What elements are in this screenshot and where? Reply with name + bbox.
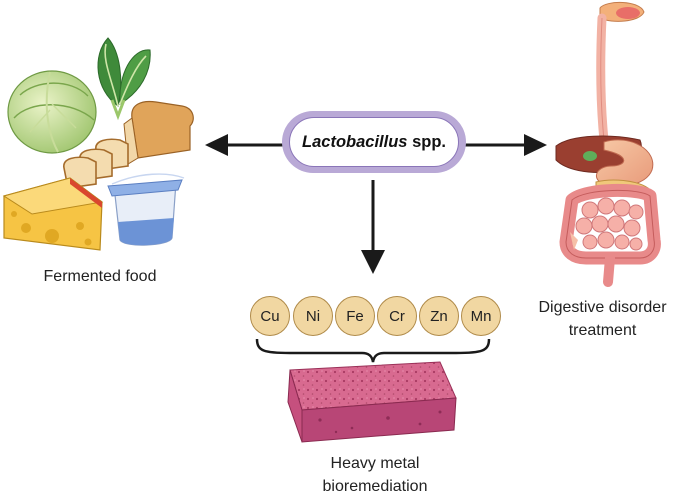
fermented-food-label: Fermented food [43, 268, 157, 285]
cheese-icon [2, 177, 104, 251]
lactobacillus-node: Lactobacillus spp. [282, 111, 466, 173]
cabbage-icon [7, 70, 97, 154]
species-suffix: spp. [412, 132, 446, 151]
arrow-to-food [205, 134, 284, 156]
digestive-system-illustration [555, 2, 661, 287]
arrow-to-bioremediation [361, 180, 385, 274]
digestive-disorder-label: Digestive disorder treatment [520, 296, 685, 342]
sponge-icon [287, 361, 457, 443]
spinach-icon [97, 37, 151, 121]
metals-brace [255, 338, 491, 363]
yogurt-icon [107, 173, 185, 246]
metal-badge-cr: Cr [377, 296, 417, 336]
genus-name: Lactobacillus [302, 132, 408, 151]
bioremediation-label-line2: bioremediation [322, 478, 428, 495]
metal-badge-ni: Ni [293, 296, 333, 336]
arrow-to-digestive [464, 134, 547, 156]
fermented-food-illustration [2, 37, 194, 251]
metal-badge-mn: Mn [461, 296, 501, 336]
bread-icon [63, 100, 194, 189]
digestive-disorder-label-line1: Digestive disorder [538, 299, 667, 316]
lactobacillus-label: Lactobacillus spp. [289, 117, 459, 167]
bioremediation-label-line1: Heavy metal [330, 455, 420, 472]
digestive-disorder-label-line2: treatment [568, 322, 637, 339]
metal-badge-zn: Zn [419, 296, 459, 336]
metal-badge-cu: Cu [250, 296, 290, 336]
bioremediation-label: Heavy metal bioremediation [290, 452, 460, 498]
metal-badge-fe: Fe [335, 296, 375, 336]
